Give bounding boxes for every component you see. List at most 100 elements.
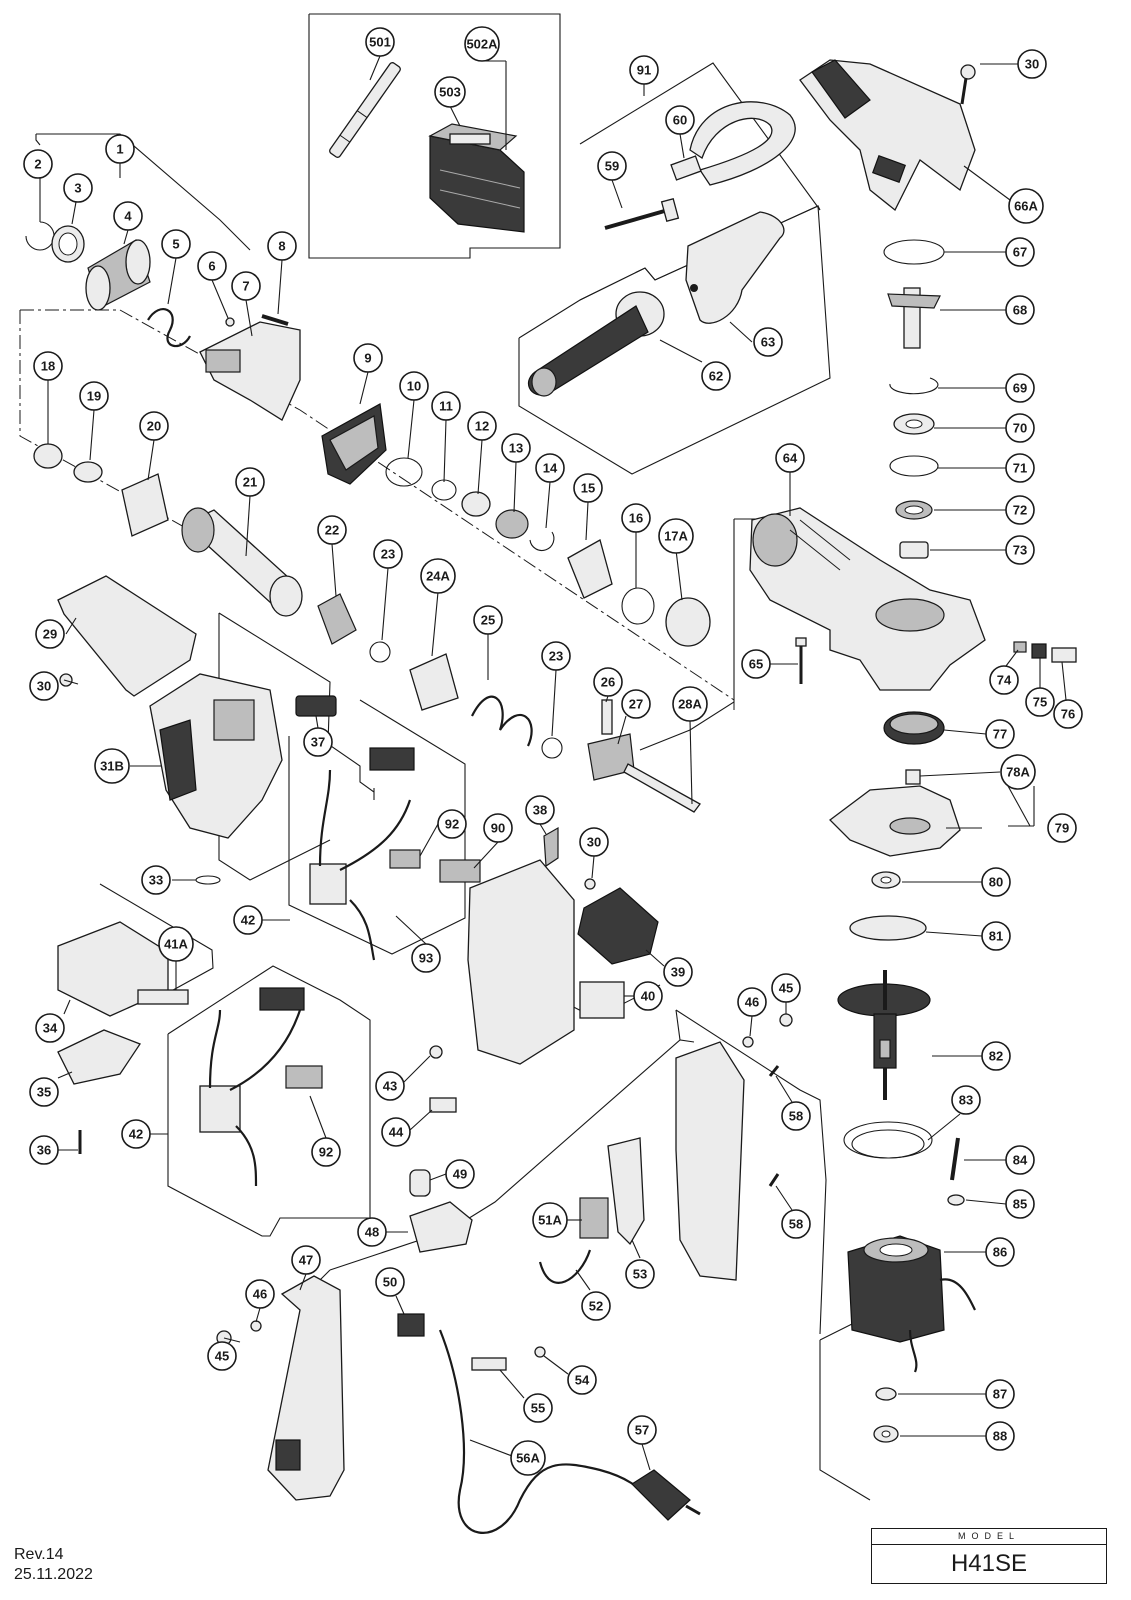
callout-70: 70 [1005, 413, 1035, 443]
svg-text:23: 23 [381, 547, 395, 562]
group-frames [19, 13, 941, 1501]
callout-1: 1 [105, 134, 135, 164]
callout-44: 44 [381, 1117, 411, 1147]
strap-icon [670, 101, 796, 186]
svg-text:15: 15 [581, 481, 595, 496]
bearing-icon [905, 769, 921, 785]
screw-icon [950, 1137, 960, 1181]
callout-28A: 28A [672, 686, 708, 722]
callout-51A: 51A [532, 1202, 568, 1238]
callout-55: 55 [523, 1393, 553, 1423]
svg-text:29: 29 [43, 627, 57, 642]
carrying-case-icon [428, 123, 525, 233]
callout-34: 34 [35, 1013, 65, 1043]
callout-5: 5 [161, 229, 191, 259]
tapping-screw-icon [768, 1173, 780, 1187]
svg-text:60: 60 [673, 113, 687, 128]
bolt-icon [604, 197, 680, 230]
svg-text:81: 81 [989, 929, 1003, 944]
svg-text:58: 58 [789, 1217, 803, 1232]
piston-icon [409, 653, 459, 711]
callout-29: 29 [35, 619, 65, 649]
callout-36: 36 [29, 1135, 59, 1165]
callout-30: 30 [1017, 49, 1047, 79]
callout-75: 75 [1025, 687, 1055, 717]
callout-15: 15 [573, 473, 603, 503]
svg-text:83: 83 [959, 1093, 973, 1108]
damper-icon [121, 473, 169, 537]
svg-text:67: 67 [1013, 245, 1027, 260]
callout-92: 92 [437, 809, 467, 839]
inner-cover-icon [829, 785, 961, 857]
revision-date: 25.11.2022 [14, 1566, 93, 1583]
callout-48: 48 [357, 1217, 387, 1247]
gear-icon [883, 711, 945, 745]
ball-bearing-icon [871, 871, 901, 889]
callout-79: 79 [1047, 813, 1077, 843]
callout-3: 3 [63, 173, 93, 203]
callout-57: 57 [627, 1415, 657, 1445]
svg-text:79: 79 [1055, 821, 1069, 836]
callout-13: 13 [501, 433, 531, 463]
callout-31B: 31B [94, 748, 130, 784]
washer-icon [250, 1320, 262, 1332]
callout-50: 50 [375, 1267, 405, 1297]
callout-85: 85 [1005, 1189, 1035, 1219]
svg-text:54: 54 [575, 1373, 590, 1388]
callout-62: 62 [701, 361, 731, 391]
ball-bearing-icon [873, 1425, 899, 1443]
callout-87: 87 [985, 1379, 1015, 1409]
callout-10: 10 [399, 371, 429, 401]
callouts: 501 502A 503 91 60 59 63 62 30 66A 67 68… [23, 26, 1083, 1476]
side-handle-icon [527, 291, 665, 397]
callout-64: 64 [775, 443, 805, 473]
label-icon [137, 989, 189, 1005]
o-ring-icon [621, 587, 655, 625]
callout-45: 45 [771, 973, 801, 1003]
callout-23b: 23 [541, 641, 571, 671]
callout-30c: 30 [579, 827, 609, 857]
callout-503: 503 [434, 76, 466, 108]
stator-icon [847, 1235, 976, 1373]
svg-text:46: 46 [745, 995, 759, 1010]
callout-93: 93 [411, 943, 441, 973]
washer-icon [461, 491, 491, 517]
svg-text:8: 8 [278, 239, 285, 254]
spring-icon [147, 308, 191, 347]
washer-icon [875, 1387, 897, 1401]
callout-88: 88 [985, 1421, 1015, 1451]
svg-text:49: 49 [453, 1167, 467, 1182]
armature-icon [837, 970, 931, 1100]
callout-67: 67 [1005, 237, 1035, 267]
svg-text:5: 5 [172, 237, 179, 252]
ball-bearing-icon [893, 413, 935, 435]
drill-bit-icon [329, 62, 401, 158]
svg-text:3: 3 [74, 181, 81, 196]
needle-bearing-icon [899, 541, 929, 559]
spindle-icon [887, 287, 941, 349]
svg-text:77: 77 [993, 727, 1007, 742]
svg-text:75: 75 [1033, 695, 1047, 710]
callout-12: 12 [467, 411, 497, 441]
svg-text:30: 30 [1025, 57, 1039, 72]
svg-text:16: 16 [629, 511, 643, 526]
o-ring-icon [385, 457, 423, 487]
cover-icon [57, 575, 197, 697]
o-ring-icon [431, 479, 457, 501]
svg-text:87: 87 [993, 1387, 1007, 1402]
striker-icon [317, 593, 357, 645]
gear-housing-icon [749, 507, 986, 691]
svg-text:48: 48 [365, 1225, 379, 1240]
svg-text:23: 23 [549, 649, 563, 664]
callout-11: 11 [431, 391, 461, 421]
spring-icon [1031, 643, 1047, 659]
svg-text:88: 88 [993, 1429, 1007, 1444]
plug-icon [631, 1469, 691, 1521]
motor-housing-icon [467, 859, 575, 1065]
model-box: MODEL H41SE [871, 1528, 1107, 1584]
svg-text:47: 47 [299, 1253, 313, 1268]
svg-text:27: 27 [629, 697, 643, 712]
svg-text:58: 58 [789, 1109, 803, 1124]
svg-text:68: 68 [1013, 303, 1027, 318]
